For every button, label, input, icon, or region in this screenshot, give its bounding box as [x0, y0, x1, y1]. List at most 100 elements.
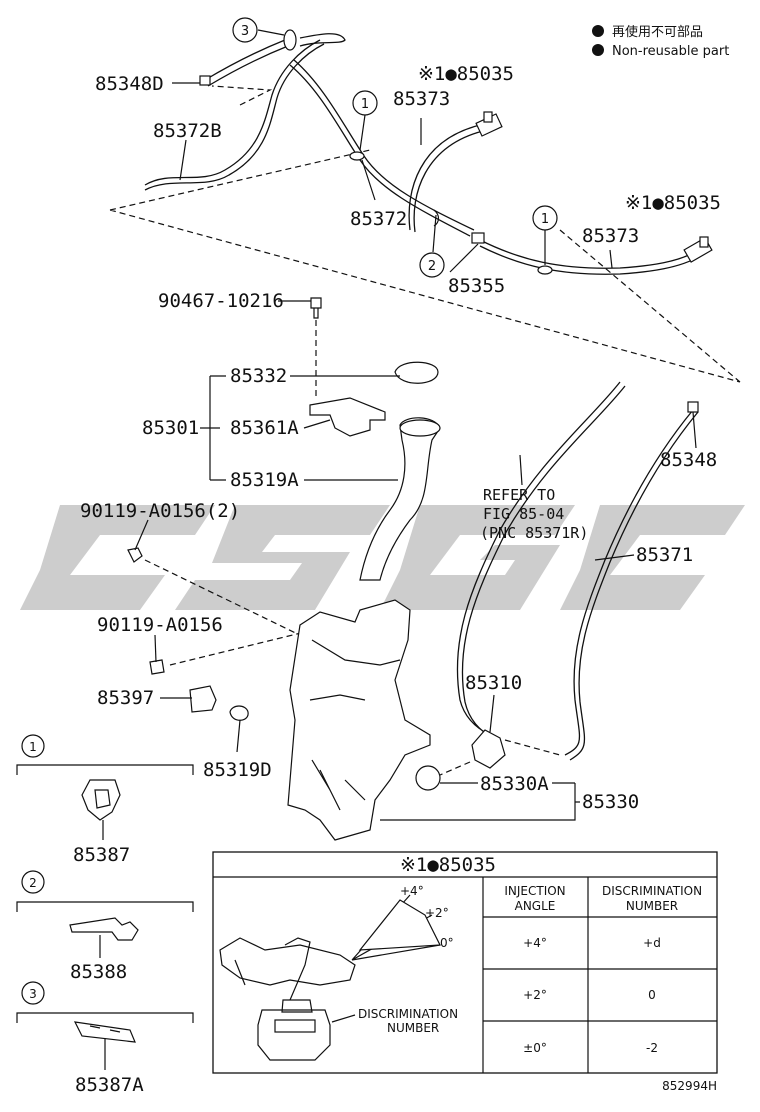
washer-tank-assembly [127, 297, 561, 841]
label-85330: 85330 [582, 791, 639, 813]
callout-circle-3-top [232, 17, 258, 43]
hose-85371 [456, 381, 626, 740]
callout-circle-1-b [532, 205, 558, 231]
legend-bullet-en [592, 44, 604, 56]
label-85373b: 85373 [582, 225, 639, 247]
callout-1-b-text: 1 [541, 212, 549, 227]
top-callouts: 3 1 2 1 [232, 17, 558, 278]
angle-label-p4: +4° [400, 884, 424, 898]
watermark-letter-s [175, 505, 390, 610]
label-85372: 85372 [350, 208, 407, 230]
angle-label-p2: +2° [425, 906, 449, 920]
label-85330A: 85330A [480, 773, 549, 795]
grommet-85319D [229, 705, 249, 721]
label-85361A: 85361A [230, 417, 299, 439]
label-refer-3: (PNC 85371R) [480, 524, 588, 542]
hose-tail-top [299, 33, 346, 47]
label-90119b: 90119-A0156 [97, 614, 223, 636]
label-85348: 85348 [660, 449, 717, 471]
label-85371: 85371 [636, 544, 693, 566]
clamp-ring-85372B [283, 29, 297, 51]
table-row-1-number: +d [643, 936, 661, 950]
clip-85388-shape [69, 917, 139, 941]
table-row-1-angle: +4° [523, 936, 547, 950]
detail-title: ※1●85035 [400, 854, 496, 876]
table-row-2-angle: +2° [523, 988, 547, 1002]
hose-85372B-inner [144, 43, 325, 191]
label-85035a: ※1●85035 [418, 63, 514, 85]
clamp-ring-85372 [349, 151, 365, 161]
label-85373a: 85373 [393, 88, 450, 110]
watermark-letter-g [380, 505, 575, 610]
assembly-boundary-line [109, 85, 741, 383]
disc-label-2: NUMBER [387, 1021, 439, 1035]
label-85387A: 85387A [75, 1074, 144, 1096]
detail-frame [212, 851, 718, 1074]
table-row-2-number: 0 [648, 988, 656, 1002]
screw-90119a-guide [144, 559, 311, 641]
table-header-number-2: NUMBER [626, 899, 678, 913]
clamp-ring-85373b [537, 265, 553, 275]
table-header-angle-2: ANGLE [515, 899, 556, 913]
label-85388: 85388 [70, 961, 127, 983]
figure-id: 852994H [662, 1079, 717, 1093]
discrimination-plate [274, 1019, 316, 1033]
label-85372B: 85372B [153, 120, 222, 142]
nozzle-85035a [475, 111, 503, 137]
hose-85348 [564, 409, 699, 761]
pump-85310-guide [439, 739, 561, 776]
tank-body [287, 599, 431, 841]
label-85397: 85397 [97, 687, 154, 709]
panel-2-bracket [16, 901, 194, 912]
panel-1-bracket [16, 764, 194, 775]
screw-90119b-guide [169, 631, 306, 666]
callout-3-top-text: 3 [241, 24, 249, 39]
callout-1-detail-text: 1 [29, 740, 37, 754]
clip-85387A-shape [73, 1021, 136, 1043]
watermark [20, 505, 745, 610]
part-labels: 85348D 85372B 85372 ※1●85035 85373 ※1●85… [80, 63, 721, 813]
screw-90119a [127, 547, 143, 563]
legend-jp-text: 再使用不可部品 [612, 24, 703, 40]
callout-1-a-text: 1 [361, 97, 369, 112]
table-header-angle-1: INJECTION [504, 884, 565, 898]
callout-3-detail-text: 3 [29, 987, 37, 1001]
label-refer-1: REFER TO [483, 486, 555, 504]
screw-90119b [149, 659, 165, 675]
label-85348D: 85348D [95, 73, 164, 95]
inlet-85319A-mouth [399, 419, 441, 437]
nozzle-85035b [683, 236, 713, 263]
table-row-3-angle: ±0° [523, 1041, 547, 1055]
callout-circle-2-top [419, 252, 445, 278]
upper-hoses [144, 29, 713, 761]
angle-label-0: 0° [440, 936, 454, 950]
leader-lines [134, 29, 697, 821]
panel-3-bracket [16, 1012, 194, 1023]
tank-detail [309, 639, 401, 811]
pump-85397 [189, 685, 217, 713]
label-85332: 85332 [230, 365, 287, 387]
clip-detail-3: 3 85387A [16, 981, 194, 1096]
nozzle-drawing [219, 894, 441, 1061]
callout-2-top-text: 2 [428, 259, 436, 274]
callout-circle-3-detail [21, 981, 45, 1005]
callout-2-detail-text: 2 [29, 876, 37, 890]
label-85310: 85310 [465, 672, 522, 694]
label-85035b: ※1●85035 [625, 192, 721, 214]
hose-85348D [204, 39, 289, 87]
watermark-letter-c1 [20, 505, 215, 610]
watermark-letter-c2 [560, 505, 745, 610]
label-90467: 90467-10216 [158, 290, 284, 312]
label-85387: 85387 [73, 844, 130, 866]
legend-bullet-jp [592, 25, 604, 37]
angle-table: INJECTION ANGLE DISCRIMINATION NUMBER +4… [482, 877, 717, 1073]
label-85355: 85355 [448, 275, 505, 297]
label-85319D: 85319D [203, 759, 272, 781]
clip-detail-1: 1 85387 [16, 734, 194, 866]
table-row-3-number: -2 [646, 1041, 658, 1055]
nozzle-detail-box: ※1●85035 +4° +2° 0° DISCRIMINATION NUMBE… [212, 851, 718, 1074]
hose-85373b [479, 239, 701, 275]
disc-label-1: DISCRIMINATION [358, 1007, 458, 1021]
legend: 再使用不可部品 Non-reusable part [592, 24, 729, 59]
